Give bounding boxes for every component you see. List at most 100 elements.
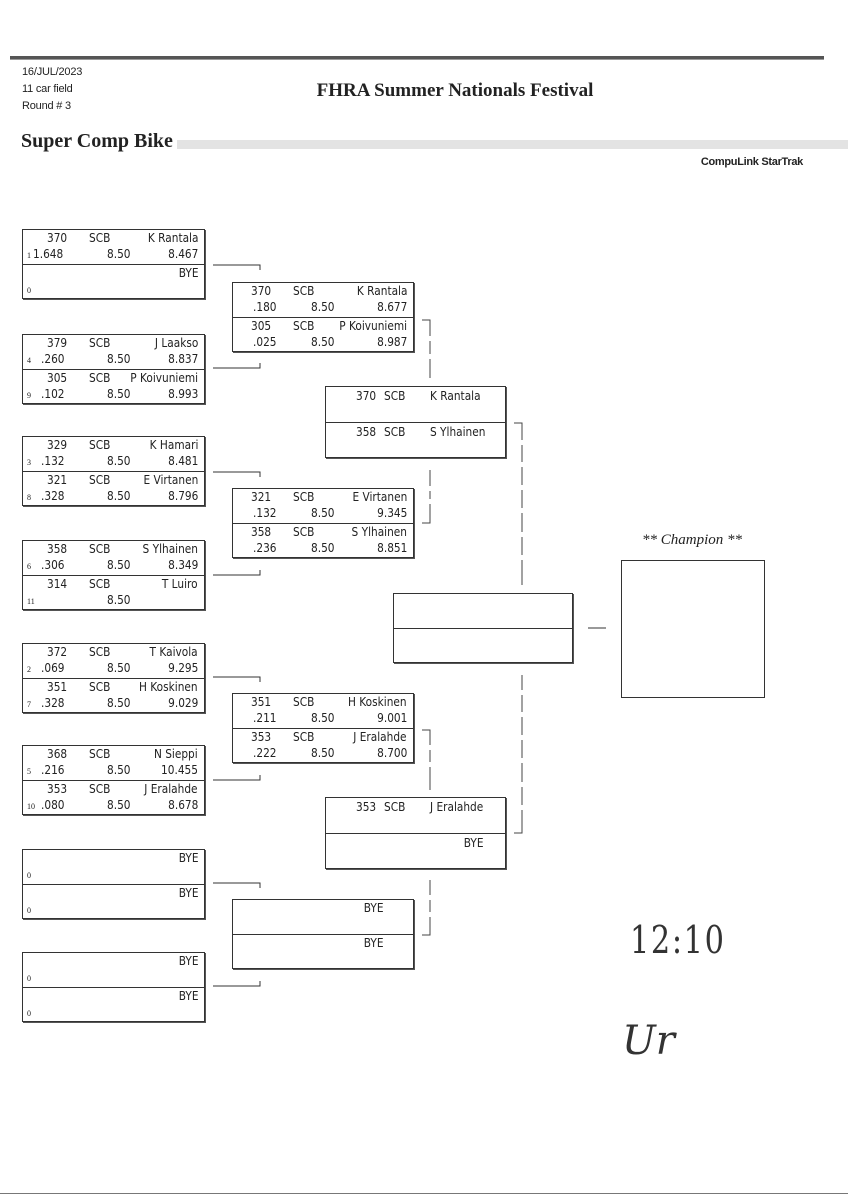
class-code: SCB bbox=[293, 525, 315, 539]
racer-name: BYE bbox=[463, 836, 483, 850]
car-number: 358 bbox=[251, 525, 272, 539]
dial-in: 8.50 bbox=[107, 558, 131, 572]
elapsed-time: 8.796 bbox=[167, 489, 198, 503]
class-code: SCB bbox=[89, 577, 111, 591]
reaction-time: .328 bbox=[41, 489, 65, 503]
racer-name: K Rantala bbox=[356, 284, 407, 298]
reaction-time: .102 bbox=[41, 387, 65, 401]
racer-name: J Eralahde bbox=[353, 730, 407, 744]
elapsed-time: 8.467 bbox=[167, 247, 198, 261]
reaction-time: .328 bbox=[41, 696, 65, 710]
seed-number: 7 bbox=[27, 700, 31, 709]
elapsed-time: 9.345 bbox=[376, 506, 407, 520]
seed-number: 6 bbox=[27, 562, 31, 571]
car-number: 321 bbox=[47, 473, 68, 487]
racer-name: P Koivuniemi bbox=[130, 371, 198, 385]
dial-in: 8.50 bbox=[107, 763, 131, 777]
class-code: SCB bbox=[89, 473, 111, 487]
class-code: SCB bbox=[89, 336, 111, 350]
brand-label: CompuLink StarTrak bbox=[700, 156, 803, 168]
class-code: SCB bbox=[89, 438, 111, 452]
elapsed-time: 8.349 bbox=[167, 558, 198, 572]
class-code: SCB bbox=[89, 645, 111, 659]
seed-number: 0 bbox=[27, 974, 31, 983]
car-number: 351 bbox=[47, 680, 68, 694]
car-number: 305 bbox=[251, 319, 272, 333]
racer-slot: BYE bbox=[233, 900, 413, 934]
handwritten-time: 12:10 bbox=[629, 918, 726, 962]
dial-in: 8.50 bbox=[107, 489, 131, 503]
reaction-time: .306 bbox=[41, 558, 65, 572]
elapsed-time: 8.678 bbox=[167, 798, 198, 812]
car-number: 353 bbox=[356, 800, 377, 814]
car-number: 329 bbox=[47, 438, 68, 452]
elapsed-time: 8.837 bbox=[167, 352, 198, 366]
car-number: 370 bbox=[251, 284, 272, 298]
champion-box bbox=[621, 560, 765, 698]
racer-name: J Eralahde bbox=[144, 782, 198, 796]
racer-name: T Luiro bbox=[162, 577, 198, 591]
racer-slot: BYE bbox=[326, 833, 505, 869]
elapsed-time: 8.481 bbox=[167, 454, 198, 468]
racer-name: P Koivuniemi bbox=[339, 319, 407, 333]
racer-name: S Ylhainen bbox=[430, 425, 486, 439]
elapsed-time: 8.700 bbox=[376, 746, 407, 760]
racer-name: BYE bbox=[178, 886, 198, 900]
seed-number: 0 bbox=[27, 1009, 31, 1018]
car-number: 358 bbox=[47, 542, 68, 556]
dial-in: 8.50 bbox=[107, 661, 131, 675]
car-number: 372 bbox=[47, 645, 68, 659]
reaction-time: .080 bbox=[41, 798, 65, 812]
dial-in: 8.50 bbox=[311, 541, 335, 555]
final-matchup bbox=[393, 593, 573, 663]
reaction-time: .260 bbox=[41, 352, 65, 366]
class-name: Super Comp Bike bbox=[21, 130, 173, 152]
champion-label: ** Champion ** bbox=[641, 532, 742, 548]
car-number: 353 bbox=[251, 730, 272, 744]
car-number: 370 bbox=[356, 389, 377, 403]
reaction-time: .180 bbox=[253, 300, 277, 314]
class-code: SCB bbox=[89, 782, 111, 796]
racer-name: BYE bbox=[178, 266, 198, 280]
top-rule bbox=[10, 56, 824, 60]
racer-name: S Ylhainen bbox=[351, 525, 407, 539]
dial-in: 8.50 bbox=[311, 300, 335, 314]
reaction-time: 1.648 bbox=[33, 247, 64, 261]
event-title: FHRA Summer Nationals Festival bbox=[316, 80, 594, 101]
seed-number: 8 bbox=[27, 493, 31, 502]
reaction-time: .132 bbox=[253, 506, 277, 520]
bottom-rule bbox=[0, 1193, 848, 1194]
class-code: SCB bbox=[384, 800, 406, 814]
dial-in: 8.50 bbox=[107, 798, 131, 812]
dotted-leader bbox=[177, 140, 848, 149]
dial-in: 8.50 bbox=[107, 696, 131, 710]
seed-number: 3 bbox=[27, 458, 31, 467]
dial-in: 8.50 bbox=[311, 506, 335, 520]
elapsed-time: 8.993 bbox=[167, 387, 198, 401]
seed-number: 11 bbox=[27, 597, 35, 606]
class-code: SCB bbox=[384, 389, 406, 403]
racer-name: BYE bbox=[363, 936, 383, 950]
car-number: 379 bbox=[47, 336, 68, 350]
